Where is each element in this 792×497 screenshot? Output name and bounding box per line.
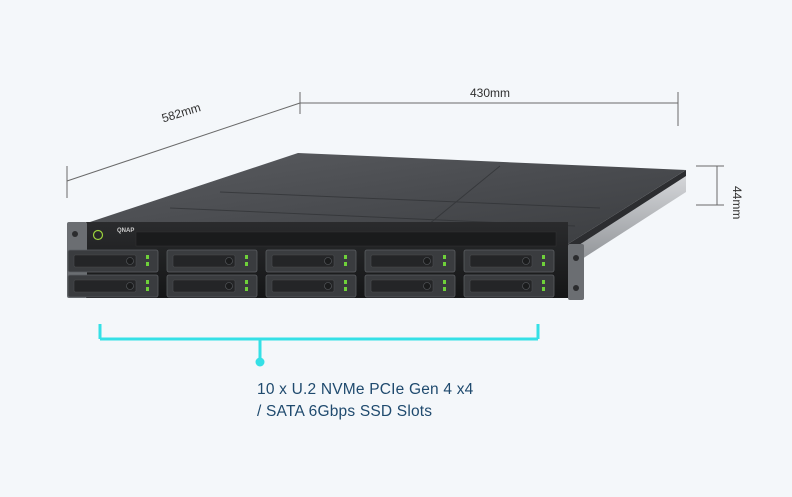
drive-bay bbox=[166, 249, 258, 273]
drive-bay bbox=[166, 274, 258, 298]
drive-latch bbox=[172, 254, 236, 268]
drive-latch bbox=[469, 254, 533, 268]
chassis-side bbox=[568, 170, 686, 252]
drive-bay bbox=[265, 249, 357, 273]
drive-latch bbox=[73, 254, 137, 268]
drive-bay bbox=[364, 274, 456, 298]
drive-status-led bbox=[344, 262, 347, 266]
drive-status-led bbox=[344, 280, 347, 284]
drive-status-led bbox=[146, 280, 149, 284]
drive-latch bbox=[73, 279, 137, 293]
power-button-icon bbox=[92, 229, 104, 241]
callout-text-line-1: 10 x U.2 NVMe PCIe Gen 4 x4 bbox=[257, 381, 474, 398]
drive-status-led bbox=[146, 255, 149, 259]
rack-ear-right bbox=[568, 244, 584, 300]
width-label: 430mm bbox=[470, 86, 511, 100]
depth-dimension-line bbox=[66, 102, 301, 198]
drive-status-led bbox=[443, 287, 446, 291]
drive-lock-icon bbox=[522, 257, 530, 265]
drive-status-led bbox=[542, 287, 545, 291]
drive-bay bbox=[265, 274, 357, 298]
drive-latch bbox=[271, 254, 335, 268]
drive-lock-icon bbox=[324, 282, 332, 290]
rack-ear-right-screw bbox=[573, 285, 579, 291]
drive-bay-grid bbox=[67, 249, 555, 298]
drive-bay bbox=[67, 274, 159, 298]
drive-status-led bbox=[245, 280, 248, 284]
drive-status-led bbox=[146, 287, 149, 291]
drive-bay bbox=[364, 249, 456, 273]
drive-lock-icon bbox=[225, 282, 233, 290]
drive-lock-icon bbox=[423, 282, 431, 290]
drive-status-led bbox=[245, 255, 248, 259]
drive-status-led bbox=[443, 280, 446, 284]
front-vent-strip bbox=[135, 231, 557, 247]
drive-status-led bbox=[542, 280, 545, 284]
drive-latch bbox=[271, 279, 335, 293]
brand-logo: QNAP bbox=[117, 228, 134, 234]
drive-bay bbox=[463, 274, 555, 298]
drive-latch bbox=[370, 254, 434, 268]
callout-text-line-2: / SATA 6Gbps SSD Slots bbox=[257, 403, 433, 420]
drive-status-led bbox=[542, 255, 545, 259]
drive-status-led bbox=[443, 262, 446, 266]
drive-status-led bbox=[344, 255, 347, 259]
rack-ear-left-screw bbox=[72, 231, 78, 237]
drive-lock-icon bbox=[225, 257, 233, 265]
drive-bay bbox=[67, 249, 159, 273]
drive-status-led bbox=[542, 262, 545, 266]
drive-status-led bbox=[443, 255, 446, 259]
drive-bay bbox=[463, 249, 555, 273]
drive-status-led bbox=[344, 287, 347, 291]
height-label: 44mm bbox=[730, 186, 744, 220]
chassis-top bbox=[90, 153, 686, 244]
callout-bracket bbox=[98, 324, 540, 360]
drive-status-led bbox=[146, 262, 149, 266]
drive-status-led bbox=[245, 287, 248, 291]
drive-latch bbox=[172, 279, 236, 293]
drive-lock-icon bbox=[324, 257, 332, 265]
drive-status-led bbox=[245, 262, 248, 266]
drive-lock-icon bbox=[126, 282, 134, 290]
rack-ear-right-screw bbox=[573, 255, 579, 261]
height-dimension-line bbox=[696, 165, 724, 206]
drive-lock-icon bbox=[522, 282, 530, 290]
callout-dot bbox=[255, 357, 265, 367]
drive-latch bbox=[469, 279, 533, 293]
drive-lock-icon bbox=[126, 257, 134, 265]
drive-latch bbox=[370, 279, 434, 293]
drive-lock-icon bbox=[423, 257, 431, 265]
